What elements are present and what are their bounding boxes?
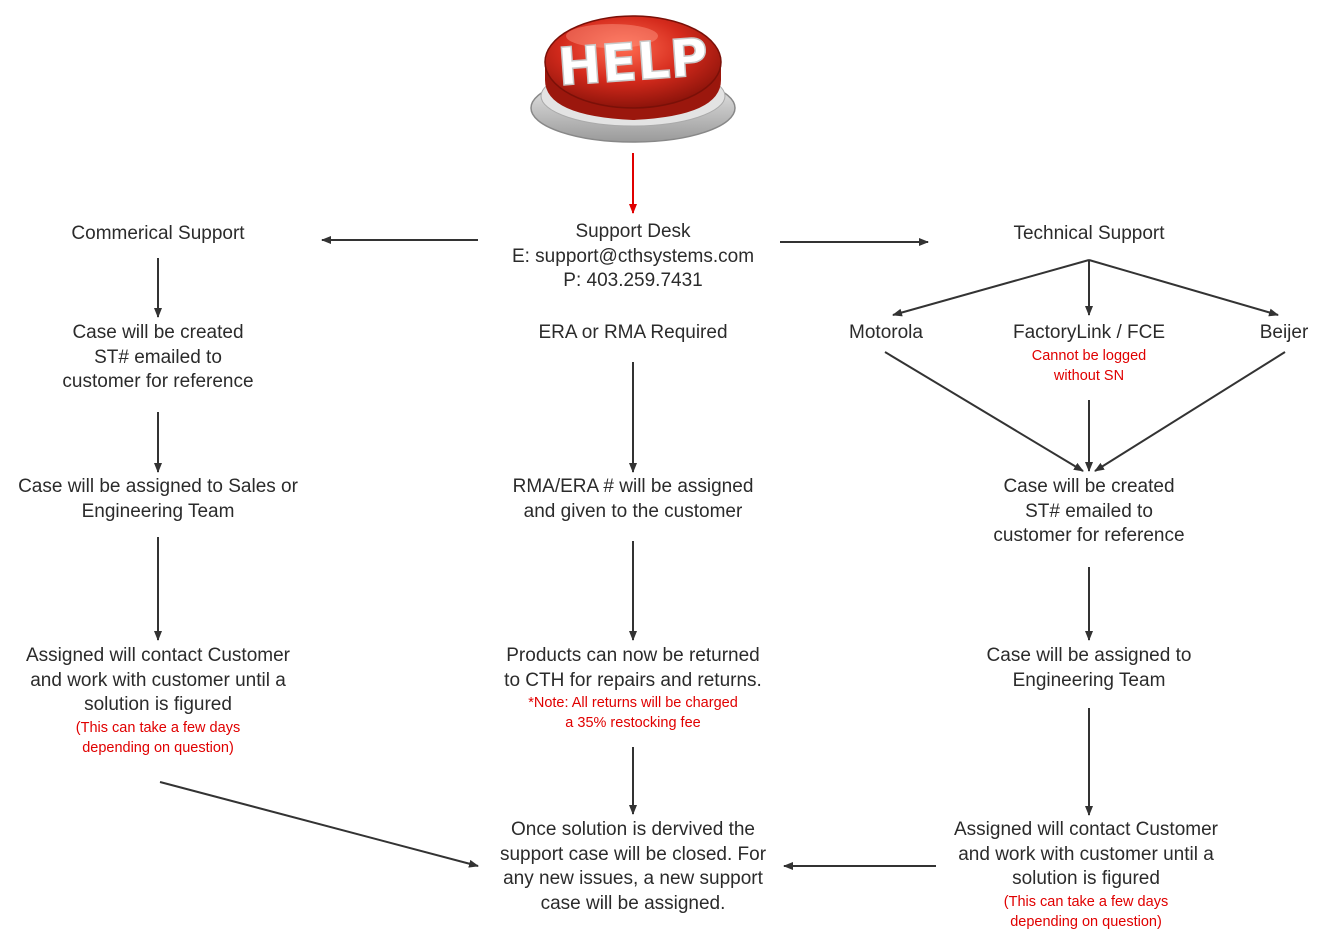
node-commercial-support: Commerical Support	[71, 222, 244, 247]
node-commercial-assigned-team: Case will be assigned to Sales or Enginee…	[18, 475, 298, 524]
node-note-line: (This can take a few days	[75, 719, 241, 736]
node-motorola: Motorola	[849, 321, 923, 346]
arrow-beijer-to-case	[1094, 351, 1286, 472]
node-beijer: Beijer	[1260, 321, 1309, 346]
node-note-line: (This can take a few days	[1003, 893, 1169, 910]
node-text-line: Technical Support	[1013, 223, 1165, 244]
node-text-line: and work with customer until a	[958, 843, 1214, 865]
node-text-line: Assigned will contact Customer	[954, 819, 1218, 840]
node-era-rma-required: ERA or RMA Required	[538, 321, 727, 346]
node-rma-assigned: RMA/ERA # will be assigned and given to t…	[513, 475, 754, 524]
node-text-line: Once solution is dervived the	[511, 819, 755, 840]
node-text-line: case will be assigned.	[540, 892, 726, 914]
node-text-line: Support Desk	[575, 221, 691, 242]
node-text-line: customer for reference	[993, 525, 1185, 546]
help-button-icon: HELP	[530, 15, 736, 143]
node-text-line: ST# emailed to	[1025, 500, 1153, 522]
node-note-line: *Note: All returns will be charged	[528, 695, 738, 711]
node-text-line: Engineering Team	[1012, 669, 1166, 691]
node-text-line: Case will be assigned to Sales or	[18, 476, 298, 497]
node-text-line: FactoryLink / FCE	[1012, 322, 1166, 343]
node-text-line: Commerical Support	[71, 223, 245, 244]
node-note-line: without SN	[1053, 367, 1125, 384]
node-case-closed: Once solution is dervived the support cas…	[500, 818, 766, 916]
arrow-motorola-to-case	[884, 351, 1084, 472]
node-commercial-contact: Assigned will contact Customer and work w…	[26, 644, 290, 758]
node-note-line: Cannot be logged	[1031, 347, 1147, 364]
node-text-line: Case will be assigned to	[986, 645, 1192, 666]
node-text-line: Motorola	[849, 322, 923, 343]
arrow-commercial-contact-to-closed	[159, 781, 479, 868]
arrow-technical-to-motorola	[892, 259, 1090, 317]
node-text-line: Case will be created	[1003, 476, 1175, 497]
node-note-line: a 35% restocking fee	[565, 715, 701, 731]
node-text-line: and work with customer until a	[30, 669, 286, 691]
node-text-line: RMA/ERA # will be assigned	[512, 476, 754, 497]
node-text-line: customer for reference	[62, 371, 254, 392]
node-text-line: ERA or RMA Required	[538, 322, 728, 343]
node-text-line: E: support@cthsystems.com	[511, 245, 755, 267]
node-note-line: depending on question)	[82, 739, 234, 756]
node-text-line: Beijer	[1259, 322, 1309, 343]
node-support-desk: Support Desk E: support@cthsystems.com P: …	[512, 220, 754, 294]
node-text-line: ST# emailed to	[94, 346, 222, 368]
node-text-line: to CTH for repairs and returns.	[504, 669, 762, 691]
node-text-line: any new issues, a new support	[503, 868, 763, 889]
node-note-line: depending on question)	[1010, 913, 1162, 930]
node-technical-support: Technical Support	[1013, 222, 1164, 247]
help-button-label: HELP	[556, 28, 710, 98]
node-text-line: Engineering Team	[81, 500, 235, 522]
node-factorylink: FactoryLink / FCE Cannot be logged without…	[1013, 321, 1165, 386]
node-text-line: Case will be created	[72, 322, 244, 343]
node-text-line: support case will be closed. For	[499, 843, 767, 865]
node-products-returned: Products can now be returned to CTH for r…	[504, 644, 762, 733]
node-text-line: Products can now be returned	[506, 645, 760, 666]
arrow-technical-to-beijer	[1088, 259, 1279, 317]
node-tech-assigned-team: Case will be assigned to Engineering Team	[987, 644, 1192, 693]
node-text-line: solution is figured	[1012, 868, 1160, 889]
node-text-line: solution is figured	[84, 694, 232, 715]
node-tech-contact: Assigned will contact Customer and work w…	[954, 818, 1218, 932]
node-text-line: Assigned will contact Customer	[26, 645, 290, 666]
node-text-line: P: 403.259.7431	[563, 270, 703, 291]
node-text-line: and given to the customer	[523, 500, 743, 522]
